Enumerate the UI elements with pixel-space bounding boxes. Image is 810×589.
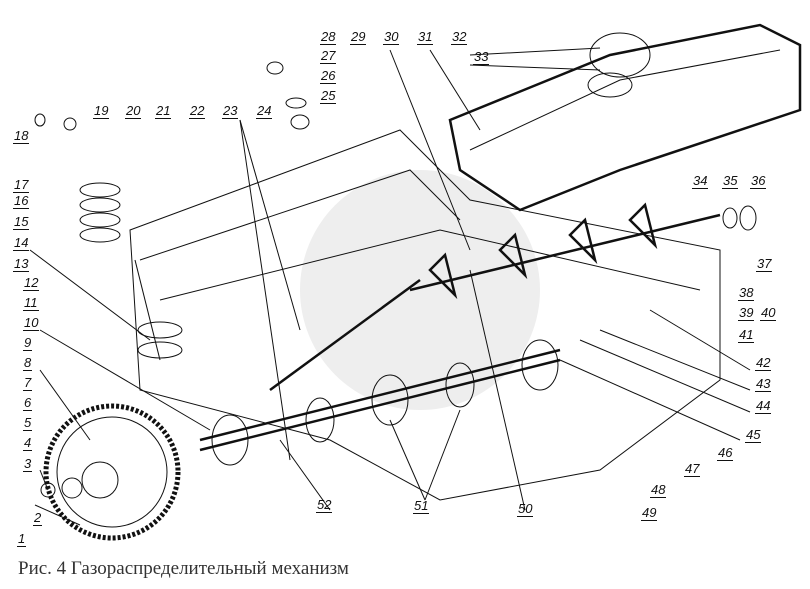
- callout-52: 52: [316, 497, 333, 513]
- callout-12: 12: [23, 275, 40, 291]
- callout-23: 23: [222, 103, 239, 119]
- callout-49: 49: [641, 505, 658, 521]
- rocker-shaft: [409, 202, 757, 300]
- callout-32: 32: [451, 29, 468, 45]
- callout-51: 51: [413, 498, 430, 514]
- callout-16: 16: [13, 193, 30, 209]
- figure-caption: Рис. 4 Газораспределительный механизм: [18, 558, 349, 579]
- callout-19: 19: [93, 103, 110, 119]
- callout-42: 42: [755, 355, 772, 371]
- callout-25: 25: [320, 88, 337, 104]
- part-25: [290, 114, 310, 130]
- part-26: [285, 97, 307, 109]
- leader-lines: [29, 47, 751, 526]
- callout-13: 13: [13, 256, 30, 272]
- camshaft: [199, 339, 561, 466]
- callout-4: 4: [23, 435, 33, 451]
- callout-35: 35: [722, 173, 739, 189]
- callout-10: 10: [23, 315, 40, 331]
- callout-30: 30: [383, 29, 400, 45]
- callout-39: 39: [738, 305, 755, 321]
- callout-6: 6: [23, 395, 33, 411]
- callout-1: 1: [17, 531, 27, 547]
- cylinder-head: [129, 129, 721, 501]
- callout-46: 46: [717, 445, 734, 461]
- callout-24: 24: [256, 103, 273, 119]
- part-18b: [63, 117, 77, 131]
- callout-21: 21: [155, 103, 172, 119]
- callout-18: 18: [13, 128, 30, 144]
- valve-cover: [448, 23, 802, 212]
- callout-44: 44: [755, 398, 772, 414]
- callout-47: 47: [684, 461, 701, 477]
- callout-38: 38: [738, 285, 755, 301]
- callout-2: 2: [33, 510, 43, 526]
- callout-14: 14: [13, 235, 30, 251]
- callout-50: 50: [517, 501, 534, 517]
- callout-43: 43: [755, 376, 772, 392]
- callout-37: 37: [756, 256, 773, 272]
- callout-20: 20: [125, 103, 142, 119]
- callout-26: 26: [320, 68, 337, 84]
- callout-31: 31: [417, 29, 434, 45]
- callout-7: 7: [23, 375, 33, 391]
- watermark-logo: [300, 170, 540, 410]
- callout-40: 40: [760, 305, 777, 321]
- callout-15: 15: [13, 214, 30, 230]
- callout-22: 22: [189, 103, 206, 119]
- callout-3: 3: [23, 456, 33, 472]
- callout-28: 28: [320, 29, 337, 45]
- callout-36: 36: [750, 173, 767, 189]
- pushrod: [269, 278, 421, 392]
- callout-9: 9: [23, 335, 33, 351]
- callout-34: 34: [692, 173, 709, 189]
- callout-45: 45: [745, 427, 762, 443]
- part-28: [266, 61, 284, 75]
- part-18a: [34, 113, 46, 127]
- callout-8: 8: [23, 355, 33, 371]
- valve-springs: [79, 182, 183, 361]
- callout-41: 41: [738, 327, 755, 343]
- callout-17: 17: [13, 177, 30, 193]
- callout-33: 33: [473, 49, 490, 65]
- callout-29: 29: [350, 29, 367, 45]
- callout-11: 11: [23, 295, 39, 311]
- callout-48: 48: [650, 482, 667, 498]
- camshaft-gear: [40, 403, 181, 541]
- callout-5: 5: [23, 415, 33, 431]
- callout-27: 27: [320, 48, 337, 64]
